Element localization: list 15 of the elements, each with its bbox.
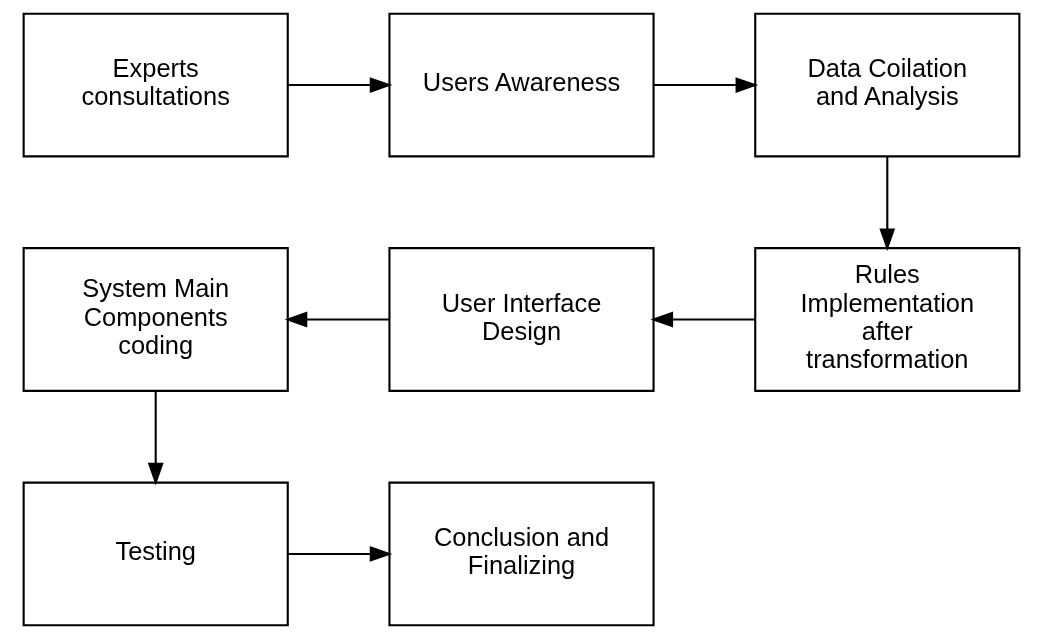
- node-box: Conclusion and Finalizing: [388, 481, 655, 627]
- node-box: Users Awareness: [388, 12, 655, 158]
- arrow: [284, 311, 390, 328]
- arrow: [287, 77, 393, 93]
- arrow: [147, 391, 164, 486]
- arrow: [653, 77, 759, 93]
- arrow: [650, 311, 755, 328]
- arrow: [879, 156, 896, 251]
- node-box: Rules Implementation after transformation: [754, 247, 1021, 392]
- node-box: Data Coilation and Analysis: [754, 12, 1021, 158]
- node-box: User Interface Design: [388, 247, 655, 392]
- node-box: Experts consultations: [22, 12, 289, 158]
- arrow: [287, 546, 393, 562]
- node-box: System Main Components coding: [22, 247, 289, 392]
- node-box: Testing: [22, 481, 289, 627]
